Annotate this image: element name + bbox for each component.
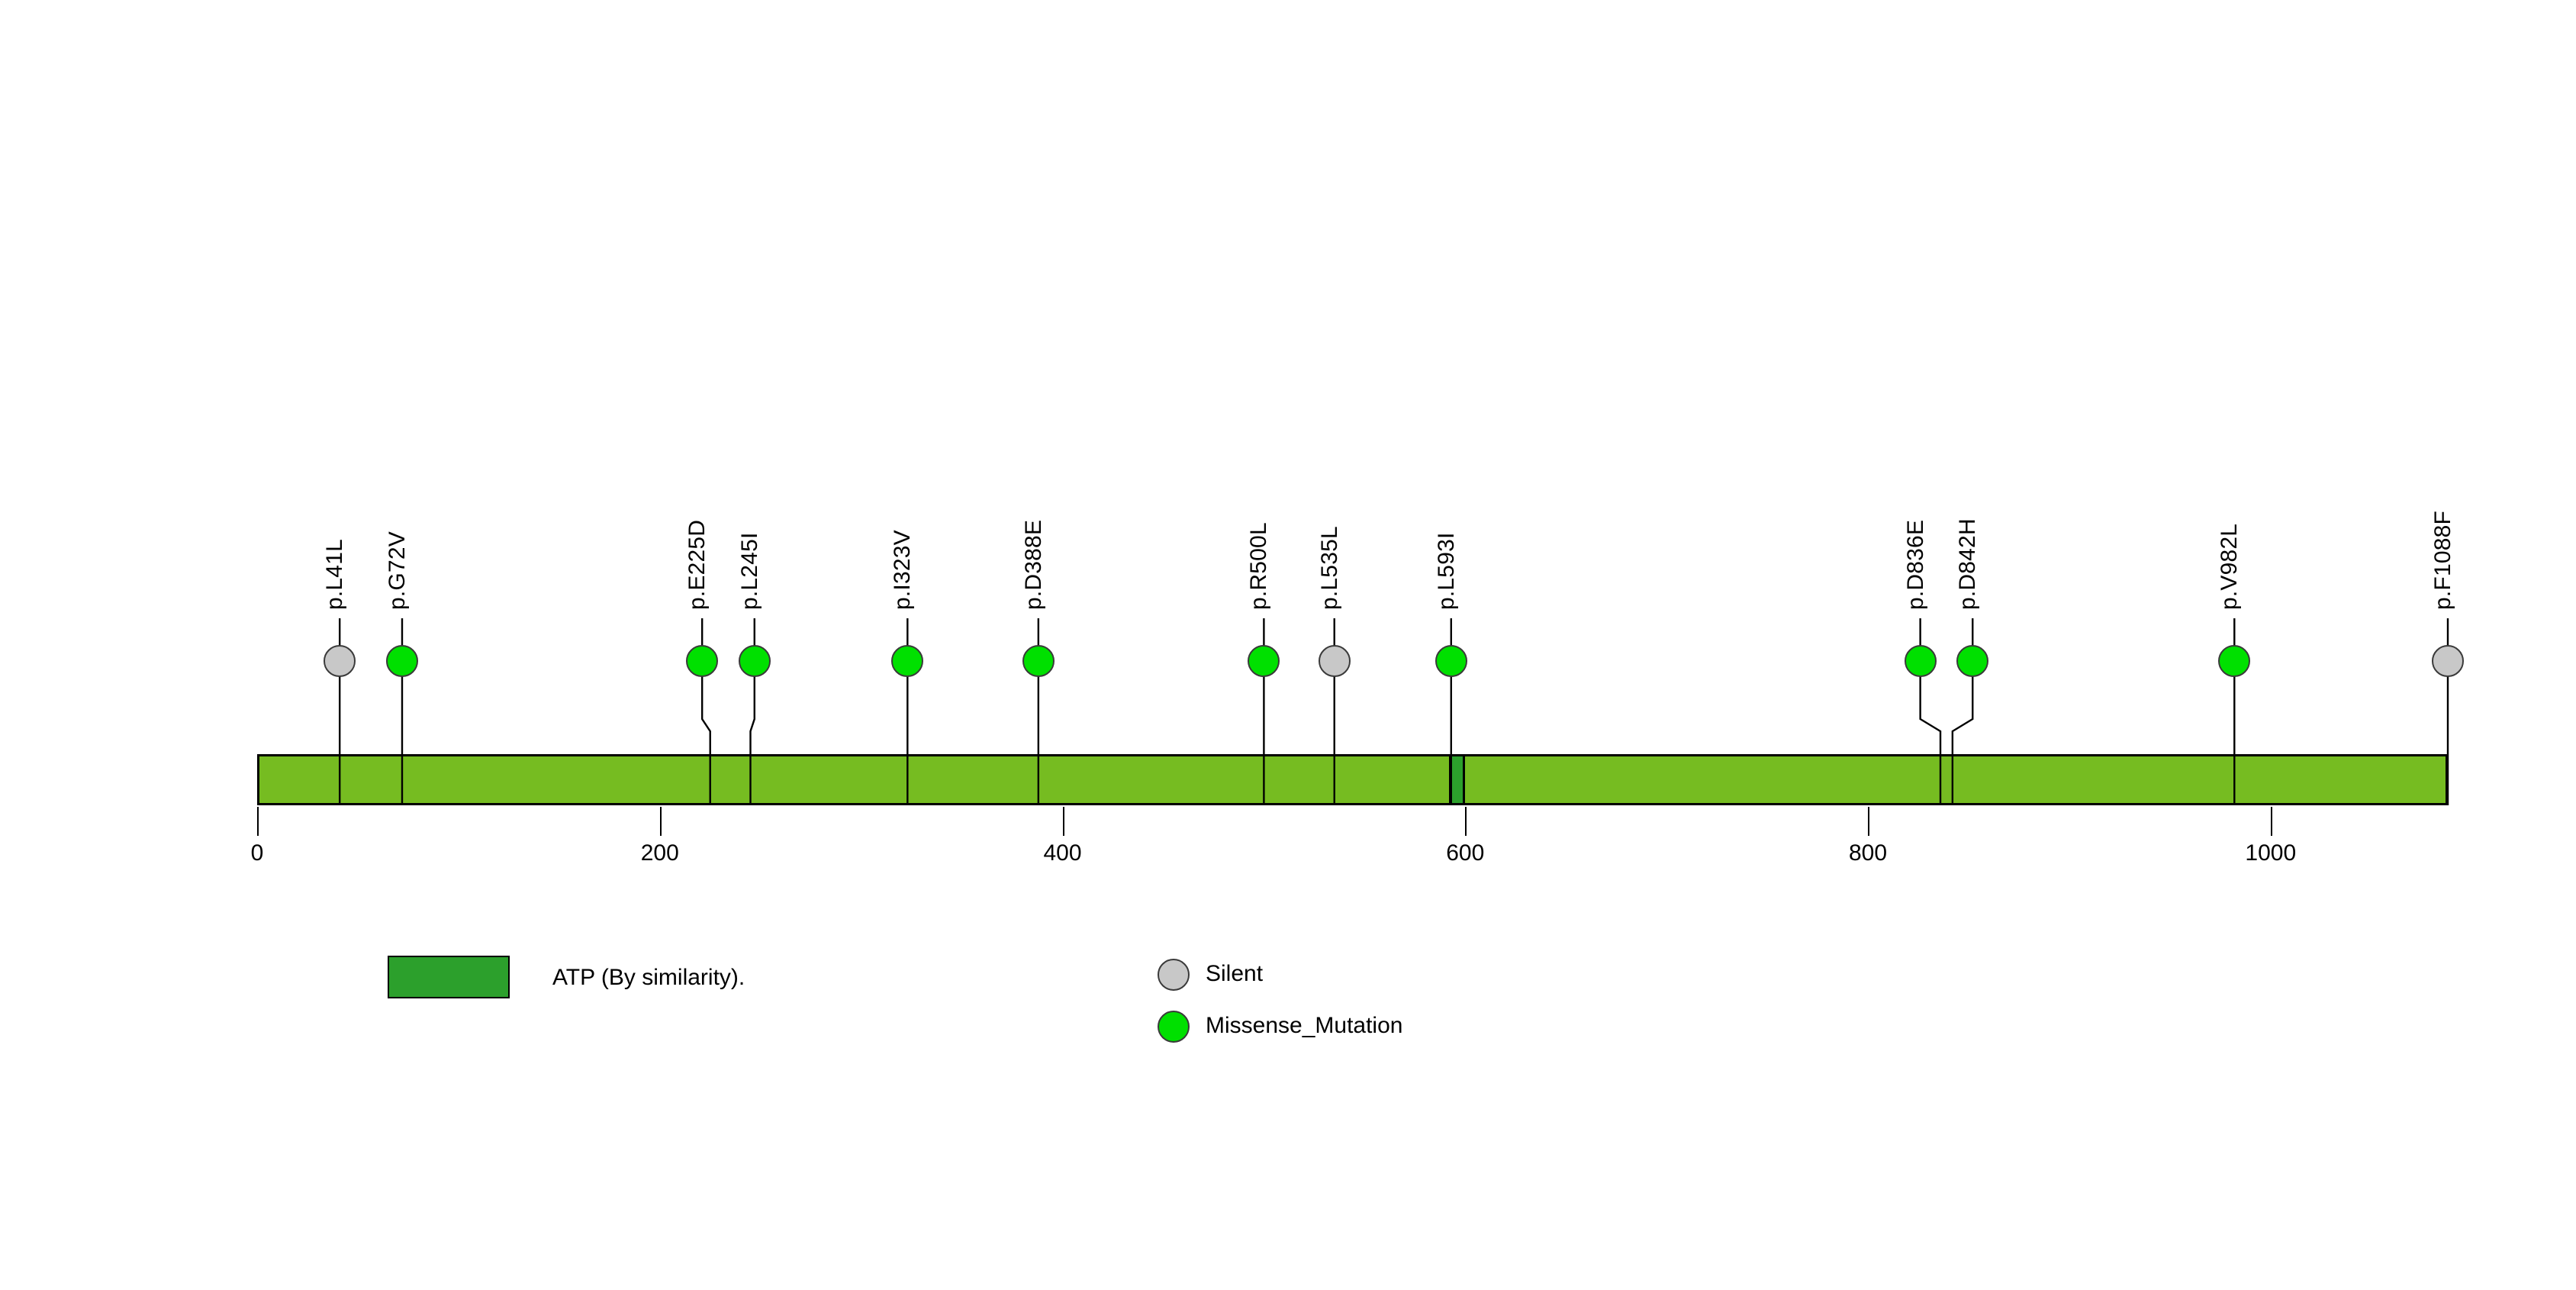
protein-backbone-bar (257, 754, 2448, 805)
lollipop-head-pF1088F[interactable] (2432, 645, 2464, 677)
legend-mutation-dot-MissenseMutation[interactable] (1158, 1011, 1190, 1043)
legend-domain-swatch (388, 956, 510, 998)
lollipop-head-pL535L[interactable] (1318, 645, 1351, 677)
lollipop-head-pL41L[interactable] (324, 645, 356, 677)
lollipop-head-pL245I[interactable] (738, 645, 771, 677)
axis-tick-label-600: 600 (1446, 840, 1485, 866)
lollipop-label-pL535L: p.L535L (1316, 526, 1342, 610)
axis-tick-200 (659, 807, 662, 836)
axis-tick-800 (1868, 807, 1870, 836)
lollipop-label-pR500L: p.R500L (1246, 522, 1272, 610)
lollipop-head-pD836E[interactable] (1904, 645, 1937, 677)
axis-tick-label-1000: 1000 (2245, 840, 2297, 866)
lollipop-head-pV982L[interactable] (2218, 645, 2251, 677)
axis-tick-1000 (2270, 807, 2272, 836)
legend-mutation-label-MissenseMutation: Missense_Mutation (1206, 1013, 1403, 1038)
lollipop-label-pI323V: p.I323V (890, 530, 916, 610)
lollipop-label-pF1088F: p.F1088F (2430, 510, 2455, 610)
axis-tick-label-800: 800 (1848, 840, 1888, 866)
lollipop-head-pI323V[interactable] (891, 645, 924, 677)
legend-mutation-label-Silent: Silent (1206, 961, 1264, 986)
axis-tick-0 (257, 807, 259, 836)
lollipop-label-pV982L: p.V982L (2217, 523, 2243, 610)
lollipop-label-pD836E: p.D836E (1902, 519, 1928, 610)
lollipop-head-pD842H[interactable] (1956, 645, 1989, 677)
axis-tick-label-0: 0 (250, 840, 264, 866)
axis-tick-600 (1465, 807, 1467, 836)
lollipop-label-pL41L: p.L41L (322, 539, 348, 610)
lollipop-label-pL593I: p.L593I (1433, 532, 1459, 611)
lollipop-label-pG72V: p.G72V (384, 531, 410, 610)
lollipop-head-pG72V[interactable] (385, 645, 418, 677)
lollipop-label-pD842H: p.D842H (1955, 518, 1981, 610)
lollipop-label-pD388E: p.D388E (1020, 519, 1046, 610)
legend-domain-label: ATP (By similarity). (552, 965, 745, 990)
lollipop-label-pE225D: p.E225D (684, 519, 710, 610)
lollipop-label-pL245I: p.L245I (736, 532, 762, 611)
axis-tick-400 (1062, 807, 1064, 836)
lollipop-head-pE225D[interactable] (686, 645, 719, 677)
axis-tick-label-200: 200 (640, 840, 679, 866)
lollipop-head-pD388E[interactable] (1022, 645, 1055, 677)
axis-tick-label-400: 400 (1043, 840, 1082, 866)
lollipop-head-pR500L[interactable] (1248, 645, 1280, 677)
legend-mutation-dot-Silent[interactable] (1158, 959, 1190, 991)
lollipop-head-pL593I[interactable] (1435, 645, 1467, 677)
